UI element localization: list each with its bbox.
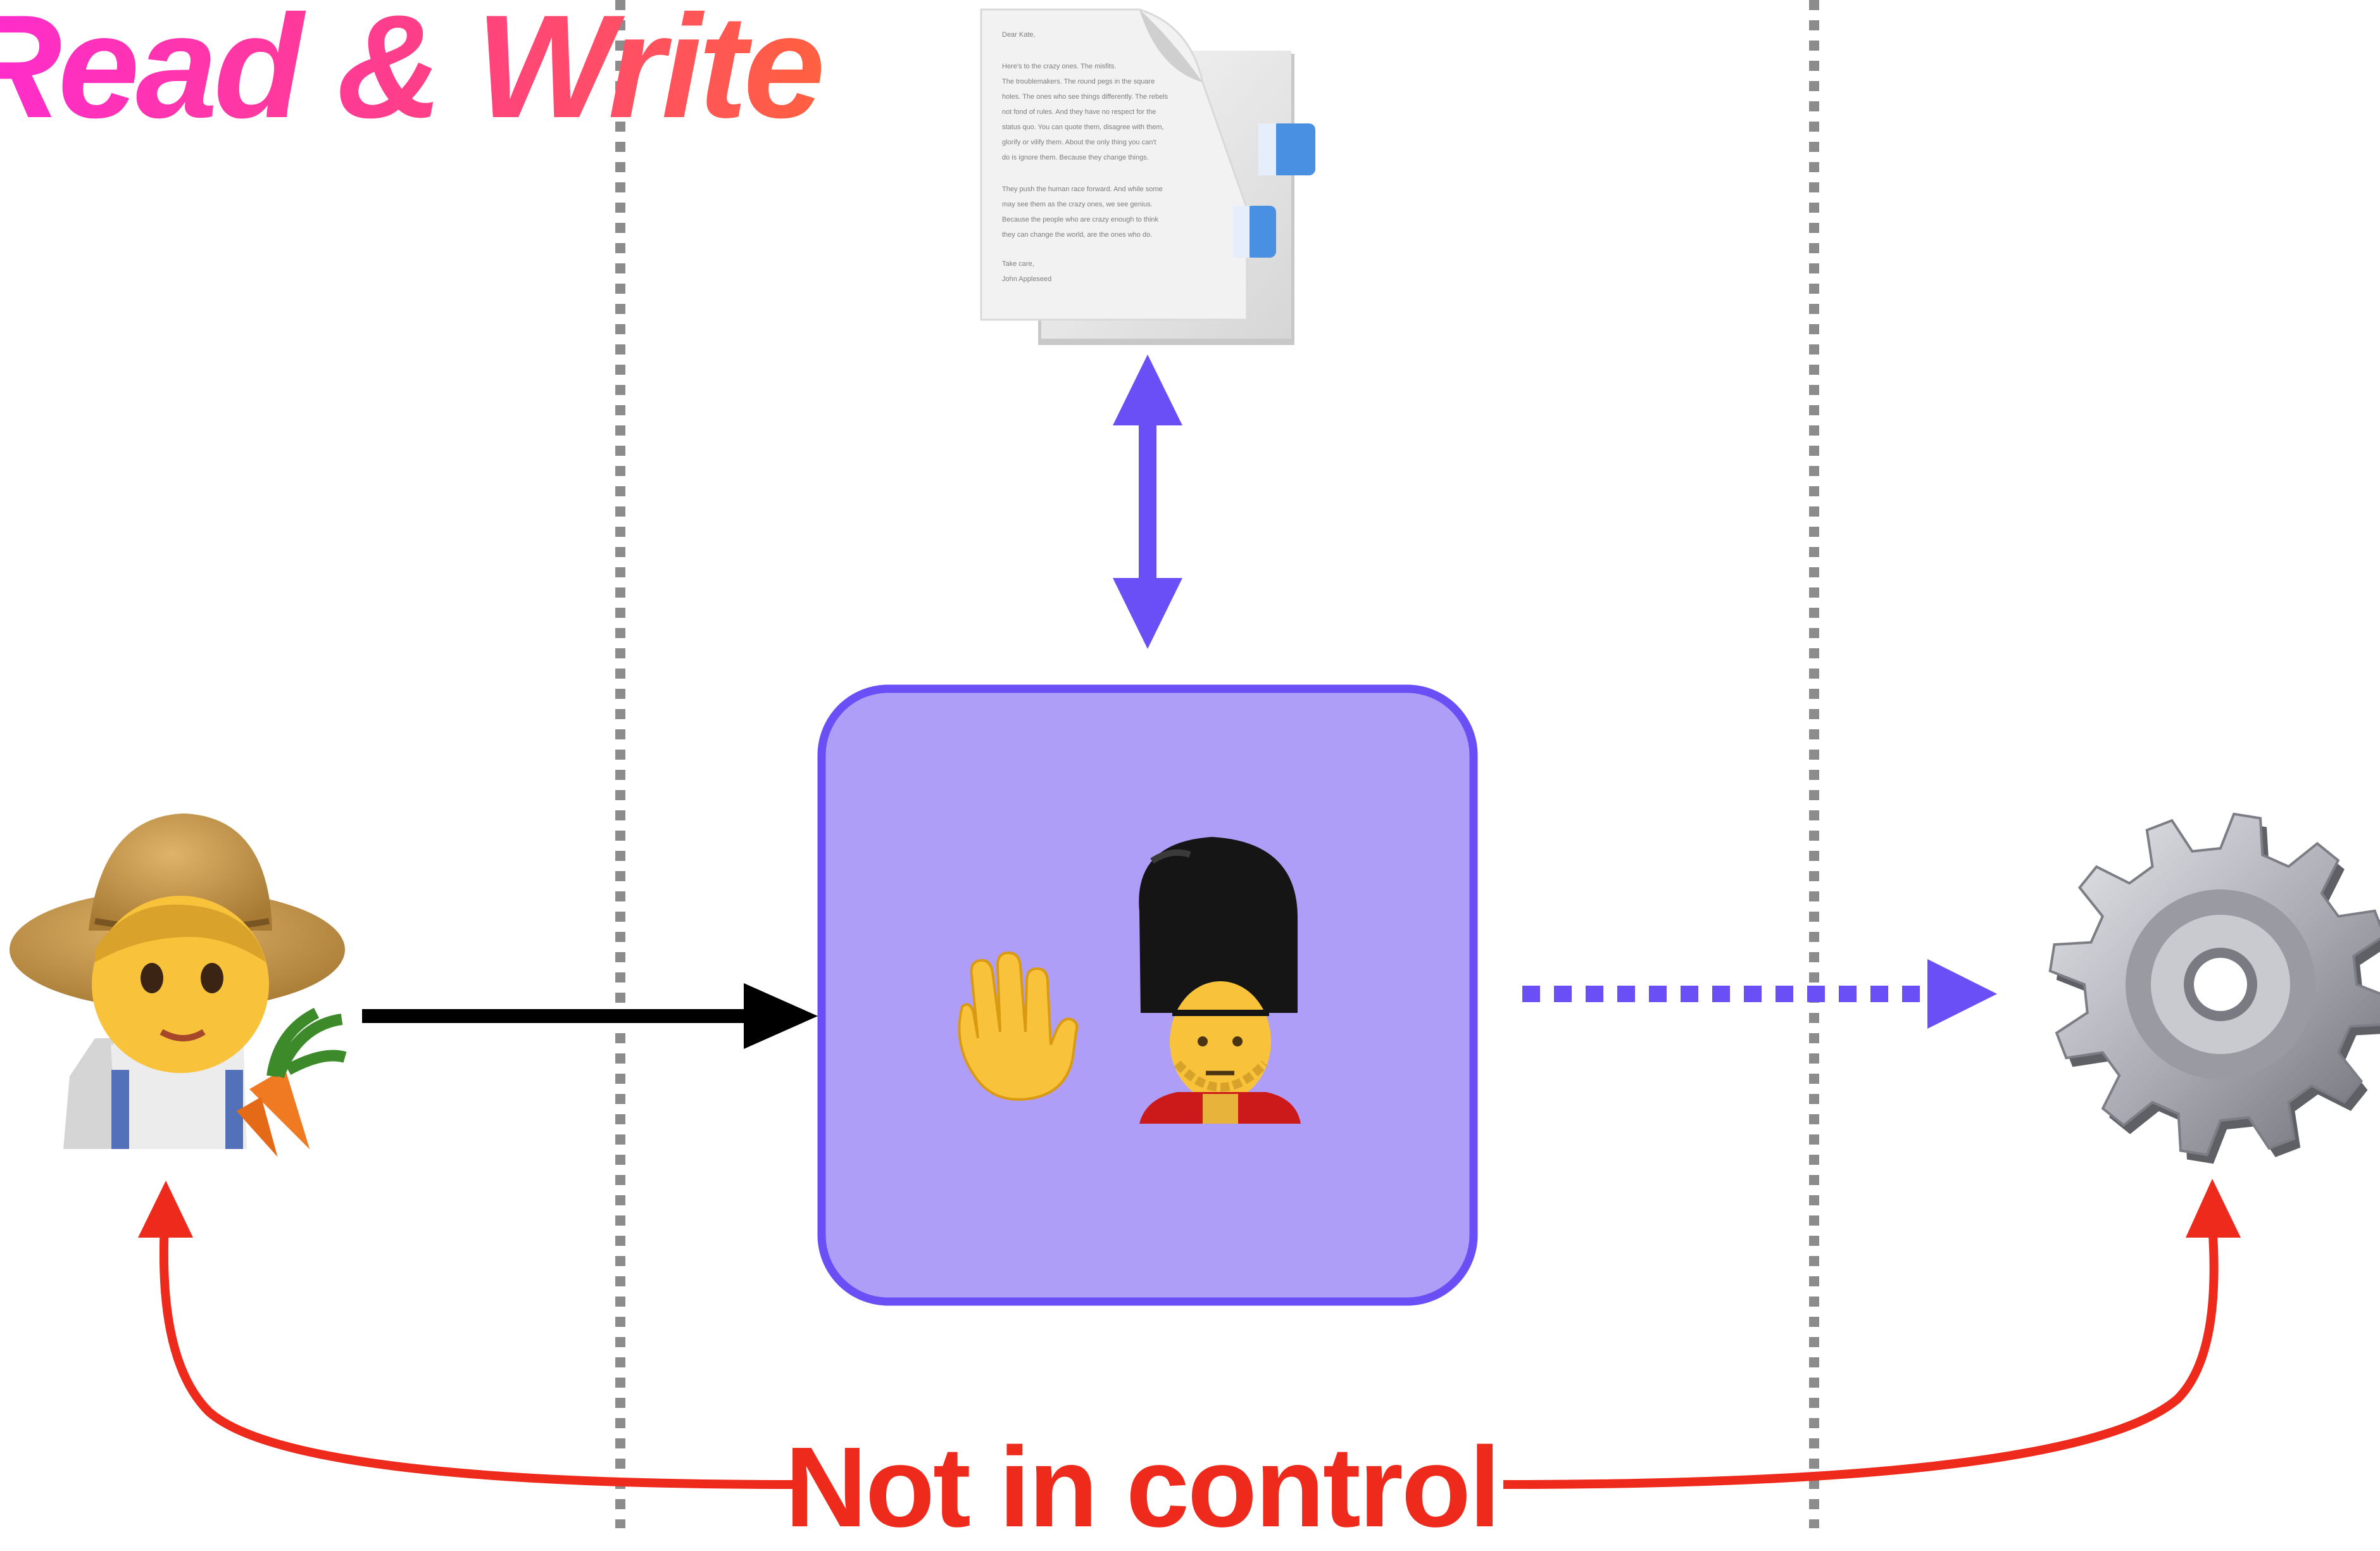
doc-line-10: Because the people who are crazy enough … [1002,216,1159,223]
farmer-icon [9,813,347,1157]
documents-icon: Dear Kate, Here's to the crazy ones. The… [980,8,1315,345]
doc-line-4: not fond of rules. And they have no resp… [1002,108,1156,116]
doc-line-2: The troublemakers. The round pegs in the… [1002,78,1155,85]
doc-signature: John Appleseed [1002,275,1051,283]
output-arrow [1522,959,1997,1029]
doc-line-9: may see them as the crazy ones, we see g… [1002,201,1153,208]
doc-greeting: Dear Kate, [1002,31,1036,39]
doc-line-1: Here's to the crazy ones. The misfits. [1002,63,1116,70]
gear-icon [2048,812,2380,1164]
doc-line-6: glorify or vilify them. About the only t… [1002,139,1156,146]
footer-label: Not in control [785,1424,1501,1551]
doc-line-8: They push the human race forward. And wh… [1002,185,1163,193]
guard-icon [1139,837,1301,1124]
read-write-arrow [1113,355,1182,649]
not-in-control-arrows [138,1179,2241,1489]
doc-line-7: do is ignore them. Because they change t… [1002,154,1149,161]
raised-hand-icon [958,951,1079,1101]
input-arrow [362,983,818,1049]
slide-title: Read & Write [0,0,825,141]
doc-line-11: they can change the world, are the ones … [1002,231,1152,239]
doc-closing: Take care, [1002,260,1034,268]
doc-line-5: status quo. You can quote them, disagree… [1002,123,1164,131]
doc-line-3: holes. The ones who see things different… [1002,93,1168,101]
